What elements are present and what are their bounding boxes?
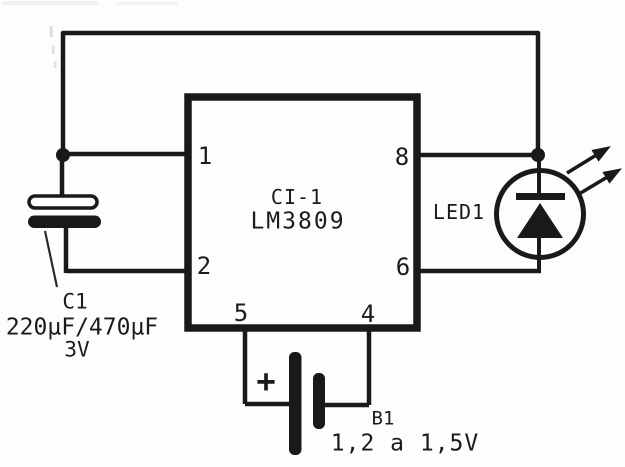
battery-range-label: 1,2 a 1,5V xyxy=(330,430,480,457)
capacitor-voltage-label: 3V xyxy=(64,337,90,362)
ic-pin4-label: 4 xyxy=(360,300,376,328)
ic-pin2-label: 2 xyxy=(196,252,212,280)
wire-top-rail xyxy=(60,30,541,161)
led-symbol xyxy=(494,146,622,273)
capacitor-ref-label: C1 xyxy=(62,289,88,314)
ic-ref-label: CI-1 xyxy=(270,185,324,209)
battery-polarity-label: + xyxy=(256,362,276,400)
led-ref-label: LED1 xyxy=(432,200,486,224)
capacitor-plate-bottom xyxy=(28,215,101,228)
scan-artifact xyxy=(2,1,178,68)
ic-body xyxy=(184,93,421,332)
ic-pin5-label: 5 xyxy=(233,299,249,327)
battery-plate-long xyxy=(289,352,302,455)
battery-symbol xyxy=(242,328,372,455)
capacitor-value-label: 220µF/470µF xyxy=(5,314,159,341)
ic-pin8-label: 8 xyxy=(394,143,410,171)
battery-ref-label: B1 xyxy=(371,407,395,430)
capacitor-symbol xyxy=(27,158,101,288)
ic-pin6-label: 6 xyxy=(395,253,411,281)
ic-part-label: LM3809 xyxy=(250,208,346,235)
capacitor-plate-top xyxy=(27,194,99,210)
capacitor-leader-line xyxy=(43,230,59,288)
led-triangle xyxy=(517,203,563,238)
ic-pin1-label: 1 xyxy=(197,142,213,170)
light-emission-arrows xyxy=(566,146,622,196)
battery-plate-short xyxy=(313,373,325,429)
